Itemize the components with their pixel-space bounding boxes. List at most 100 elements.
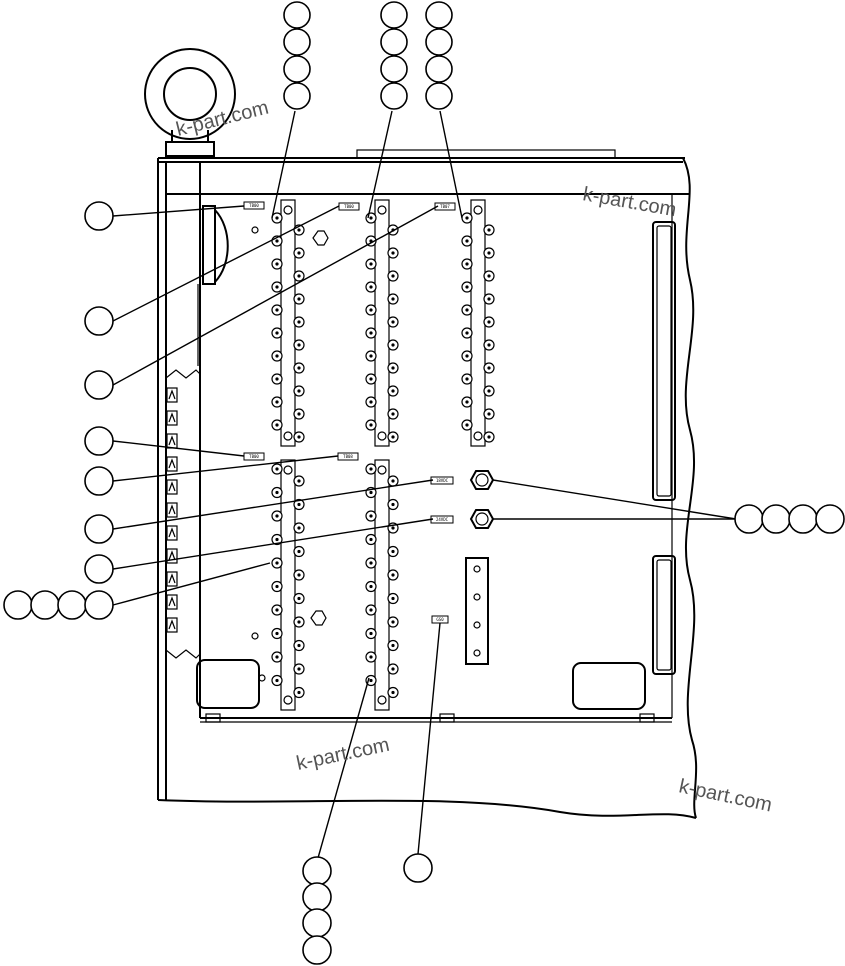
left-side-detail bbox=[165, 205, 229, 659]
side-block-mark bbox=[168, 504, 176, 515]
terminal-screw-center bbox=[465, 262, 469, 266]
terminal-screw-center bbox=[369, 631, 373, 636]
side-block-mark bbox=[168, 435, 176, 446]
terminal-screw-center bbox=[275, 561, 279, 565]
terminal-screw-center bbox=[297, 620, 301, 624]
side-block-mark bbox=[168, 619, 176, 630]
tag-18vdc: 18VDC bbox=[430, 476, 454, 485]
side-block bbox=[166, 456, 178, 472]
side-block-mark bbox=[168, 573, 176, 584]
strip-rail bbox=[280, 199, 296, 447]
callout-row-right bbox=[734, 504, 845, 534]
terminal-screw-center bbox=[297, 435, 301, 439]
terminal-screw-center bbox=[369, 308, 373, 312]
terminal-screw-center bbox=[275, 678, 279, 683]
cable-gland-upper bbox=[469, 470, 495, 490]
terminal-screw-center bbox=[275, 608, 279, 612]
side-block-mark bbox=[168, 596, 176, 607]
side-block bbox=[166, 502, 178, 518]
tag-tb-1-text: TB00 bbox=[249, 203, 259, 208]
tag-18vdc-text: 18VDC bbox=[436, 478, 449, 483]
terminal-screw-center bbox=[391, 667, 395, 671]
terminal-screw-center bbox=[275, 584, 279, 589]
side-block-mark bbox=[168, 481, 176, 492]
side-block-mark bbox=[168, 412, 176, 423]
terminal-screw-center bbox=[297, 549, 301, 554]
terminal-screw-center bbox=[275, 331, 279, 335]
terminal-screw-center bbox=[465, 423, 469, 427]
terminal-screw-center bbox=[369, 678, 373, 683]
terminal-screw-center bbox=[465, 331, 469, 335]
terminal-screw-center bbox=[275, 655, 279, 659]
terminal-screw-center bbox=[297, 389, 301, 393]
callout-stack-top-3 bbox=[425, 1, 453, 110]
terminal-screw-center bbox=[369, 423, 373, 427]
terminal-screw-center bbox=[369, 655, 373, 659]
terminal-screw-center bbox=[391, 366, 395, 370]
terminal-screw-center bbox=[391, 320, 395, 324]
terminal-screw-center bbox=[369, 262, 373, 266]
side-block-mark bbox=[168, 389, 176, 400]
terminal-screw-center bbox=[369, 467, 373, 471]
terminal-strips bbox=[271, 199, 495, 711]
strip-end-screw bbox=[283, 465, 293, 475]
callout-row-left bbox=[3, 590, 114, 620]
terminal-screw-center bbox=[391, 573, 395, 577]
terminal-screw-center bbox=[465, 377, 469, 381]
terminal-screw-center bbox=[275, 308, 279, 312]
terminal-screw-center bbox=[487, 366, 491, 370]
terminal-screw-center bbox=[369, 490, 373, 495]
terminal-screw-center bbox=[275, 377, 279, 381]
tag-gs-text: GS0 bbox=[436, 617, 444, 622]
terminal-screw-center bbox=[297, 573, 301, 577]
terminal-screw-center bbox=[275, 262, 279, 266]
terminal-screw-center bbox=[275, 467, 279, 471]
strip-end-screw bbox=[283, 695, 293, 705]
watermark-1: k-part.com bbox=[174, 97, 271, 141]
terminal-strip-upper-3 bbox=[461, 199, 495, 447]
side-block bbox=[166, 410, 178, 426]
terminal-screw-center bbox=[487, 297, 491, 301]
strip-rail bbox=[280, 459, 296, 711]
terminal-strip-lower-1 bbox=[271, 459, 305, 711]
strip-end-screw bbox=[473, 205, 483, 215]
tag-tb-2: TB00 bbox=[338, 202, 360, 211]
terminal-screw-center bbox=[297, 502, 301, 507]
callouts-left bbox=[84, 201, 114, 584]
terminal-screw-center bbox=[391, 479, 395, 483]
strip-end-screw bbox=[377, 465, 387, 475]
terminal-screw-center bbox=[297, 366, 301, 370]
terminal-screw-center bbox=[275, 490, 279, 495]
terminal-screw-center bbox=[487, 251, 491, 255]
terminal-screw-center bbox=[391, 297, 395, 301]
terminal-screw-center bbox=[275, 216, 279, 220]
terminal-screw-center bbox=[369, 608, 373, 612]
callout-stack-top-1 bbox=[283, 1, 311, 110]
terminal-screw-center bbox=[297, 526, 301, 530]
terminal-screw-center bbox=[391, 274, 395, 278]
side-block bbox=[166, 525, 178, 541]
strip-end-screw bbox=[377, 205, 387, 215]
terminal-screw-center bbox=[297, 479, 301, 483]
terminal-screw-center bbox=[275, 514, 279, 518]
terminal-screw-center bbox=[391, 389, 395, 393]
terminal-screw-center bbox=[391, 526, 395, 530]
callout-stack-bottom bbox=[302, 856, 332, 965]
terminal-screw-center bbox=[369, 514, 373, 518]
terminal-screw-center bbox=[465, 354, 469, 358]
terminal-screw-center bbox=[391, 251, 395, 255]
terminal-screw-center bbox=[391, 596, 395, 601]
tag-tb-2-text: TB00 bbox=[344, 204, 354, 209]
strip-end-screw bbox=[377, 431, 387, 441]
terminal-screw-center bbox=[487, 435, 491, 439]
terminal-screw-center bbox=[391, 412, 395, 416]
terminal-screw-center bbox=[487, 412, 491, 416]
side-block bbox=[166, 617, 178, 633]
terminal-screw-center bbox=[487, 389, 491, 393]
terminal-screw-center bbox=[369, 285, 373, 289]
terminal-screw-center bbox=[391, 549, 395, 554]
terminal-strip-lower-2 bbox=[365, 459, 399, 711]
terminal-screw-center bbox=[297, 297, 301, 301]
terminal-screw-center bbox=[487, 343, 491, 347]
terminal-screw-center bbox=[391, 620, 395, 624]
